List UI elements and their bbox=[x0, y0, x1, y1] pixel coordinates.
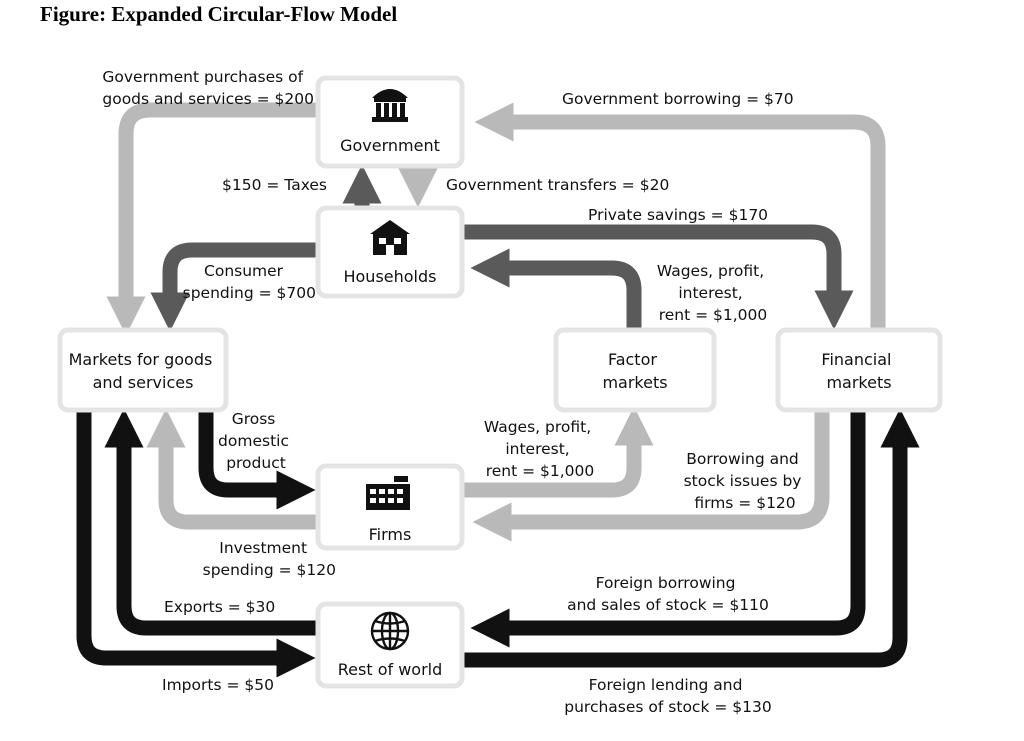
svg-text:Government purchases of go: Government purchases of goods and servic… bbox=[102, 68, 314, 108]
label-foreign-borrowing-line2: and sales of stock = $110 bbox=[567, 596, 769, 614]
svg-text:Consumer spending = $700: Consumer spending = $700 bbox=[183, 262, 316, 302]
label-borrowing-firms-line2: stock issues by bbox=[684, 472, 802, 490]
label-wages-firms-line1: Wages, profit, bbox=[484, 418, 591, 436]
label-consumer-spending-line1: Consumer bbox=[204, 262, 284, 280]
svg-text:Borrowing and stock issues: Borrowing and stock issues by firms = $1… bbox=[684, 450, 807, 512]
label-wages-households-line3: rent = $1,000 bbox=[659, 306, 768, 324]
flow-investment-spending bbox=[146, 408, 318, 530]
flow-government-borrowing bbox=[474, 102, 886, 330]
flow-foreign-borrowing bbox=[470, 410, 866, 648]
financial-markets-label-line2: markets bbox=[826, 373, 891, 392]
label-wages-firms-line3: rent = $1,000 bbox=[486, 462, 595, 480]
firms-label: Firms bbox=[369, 525, 412, 544]
flow-foreign-lending bbox=[462, 408, 920, 668]
factory-icon bbox=[366, 476, 410, 510]
svg-text:Markets for goods and se: Markets for goods and services bbox=[69, 350, 218, 392]
flow-private-savings bbox=[462, 224, 854, 330]
label-gdp-line1: Gross bbox=[232, 410, 276, 428]
svg-text:Wages, profit, interest,: Wages, profit, interest, rent = $1,000 bbox=[657, 262, 769, 324]
label-foreign-lending-line2: purchases of stock = $130 bbox=[564, 698, 771, 716]
label-investment-line2: spending = $120 bbox=[203, 561, 336, 579]
label-investment-line1: Investment bbox=[219, 539, 307, 557]
label-private-savings: Private savings = $170 bbox=[588, 206, 768, 224]
markets-goods-label-line2: and services bbox=[93, 373, 194, 392]
flow-consumer-spending bbox=[150, 242, 318, 332]
rest-of-world-label: Rest of world bbox=[338, 660, 443, 679]
svg-text:Factor markets: Factor markets bbox=[602, 350, 667, 392]
svg-text:Wages, profit, interest,: Wages, profit, interest, rent = $1,000 bbox=[484, 418, 596, 480]
label-wages-households-line1: Wages, profit, bbox=[657, 262, 764, 280]
page-title: Figure: Expanded Circular-Flow Model bbox=[40, 2, 397, 26]
label-foreign-borrowing-line1: Foreign borrowing bbox=[596, 574, 736, 592]
node-firms: Firms bbox=[315, 463, 465, 551]
label-gdp-line2: domestic bbox=[218, 432, 289, 450]
node-markets-goods-services: Markets for goods and services bbox=[57, 327, 229, 413]
government-building-icon bbox=[372, 89, 408, 122]
label-gov-purchases-line2: goods and services = $200 bbox=[102, 90, 314, 108]
flow-exports bbox=[104, 408, 318, 636]
node-government: Government bbox=[315, 75, 465, 169]
factor-markets-label-line1: Factor bbox=[608, 350, 657, 369]
node-rest-of-world: Rest of world bbox=[315, 601, 465, 689]
node-households: Households bbox=[315, 205, 465, 299]
factor-markets-label-line2: markets bbox=[602, 373, 667, 392]
label-taxes: $150 = Taxes bbox=[222, 176, 327, 194]
svg-text:Gross domestic product: Gross domestic product bbox=[218, 410, 294, 472]
flow-gdp bbox=[198, 410, 316, 510]
label-gov-borrowing: Government borrowing = $70 bbox=[562, 90, 794, 108]
svg-text:Foreign lending and purcha: Foreign lending and purchases of stock =… bbox=[564, 676, 771, 716]
flow-imports bbox=[76, 410, 316, 678]
flow-government-purchases bbox=[106, 102, 318, 336]
financial-markets-label-line1: Financial bbox=[821, 350, 891, 369]
government-label: Government bbox=[340, 136, 440, 155]
svg-text:Investment spending = $120: Investment spending = $120 bbox=[203, 539, 336, 579]
house-icon bbox=[370, 220, 410, 255]
label-consumer-spending-line2: spending = $700 bbox=[183, 284, 316, 302]
label-gdp-line3: product bbox=[226, 454, 286, 472]
label-gov-transfers: Government transfers = $20 bbox=[446, 176, 669, 194]
flow-wages-households bbox=[470, 248, 642, 330]
node-factor-markets: Factor markets bbox=[553, 327, 717, 413]
label-borrowing-firms-line3: firms = $120 bbox=[694, 494, 795, 512]
label-foreign-lending-line1: Foreign lending and bbox=[589, 676, 743, 694]
label-borrowing-firms-line1: Borrowing and bbox=[686, 450, 798, 468]
globe-icon bbox=[370, 611, 410, 651]
label-wages-households-line2: interest, bbox=[678, 284, 742, 302]
markets-goods-label-line1: Markets for goods bbox=[69, 350, 213, 369]
label-imports: Imports = $50 bbox=[162, 676, 274, 694]
flow-wages-firms bbox=[462, 406, 654, 498]
label-wages-firms-line2: interest, bbox=[505, 440, 569, 458]
flow-borrowing-firms bbox=[472, 410, 830, 542]
label-exports: Exports = $30 bbox=[164, 598, 275, 616]
svg-text:Foreign borrowing and sale: Foreign borrowing and sales of stock = $… bbox=[567, 574, 769, 614]
households-label: Households bbox=[343, 267, 436, 286]
node-financial-markets: Financial markets bbox=[775, 327, 943, 413]
label-gov-purchases-line1: Government purchases of bbox=[102, 68, 303, 86]
svg-text:Financial markets: Financial markets bbox=[821, 350, 896, 392]
